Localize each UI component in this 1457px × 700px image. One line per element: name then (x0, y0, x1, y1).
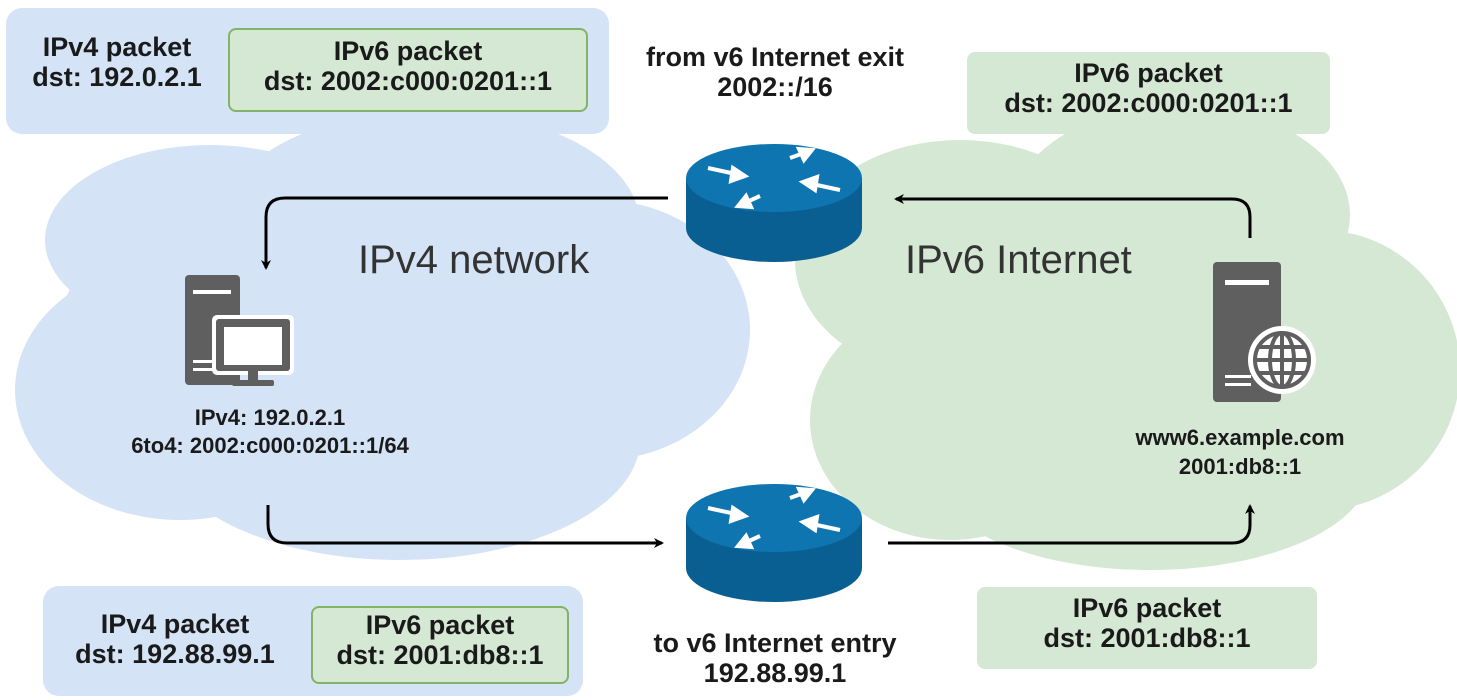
bottom-left-outer-dst: dst: 192.88.99.1 (75, 639, 275, 670)
bottom-left-ipv4-packet: IPv4 packet dst: 192.88.99.1 IPv6 packet… (43, 586, 583, 696)
entry-router-line2: 192.88.99.1 (703, 658, 847, 689)
bottom-left-outer-title: IPv4 packet (100, 609, 250, 639)
top-left-ipv6-inner-packet: IPv6 packet dst: 2002:c000:0201::1 (228, 28, 588, 112)
entry-router-label: to v6 Internet entry 192.88.99.1 (600, 628, 950, 688)
client-ipv4: IPv4: 192.0.2.1 (194, 405, 346, 430)
server-addr: 2001:db8::1 (1178, 453, 1302, 479)
bottom-right-ipv6-packet: IPv6 packet dst: 2001:db8::1 (977, 587, 1317, 669)
top-right-packet-label: IPv6 packet dst: 2002:c000:0201::1 (967, 58, 1330, 118)
bottom-left-inner-dst: dst: 2001:db8::1 (336, 640, 544, 671)
bottom-right-packet-label: IPv6 packet dst: 2001:db8::1 (977, 593, 1317, 653)
bottom-right-title: IPv6 packet (1072, 593, 1222, 623)
web-server-icon (1213, 262, 1316, 402)
top-left-inner-dst: dst: 2002:c000:0201::1 (263, 66, 553, 97)
top-right-dst: dst: 2002:c000:0201::1 (1004, 88, 1293, 119)
exit-router-line2: 2002::/16 (717, 72, 833, 103)
top-left-ipv4-packet: IPv4 packet dst: 192.0.2.1 IPv6 packet d… (6, 8, 609, 134)
arrow-client-to-entry (266, 505, 664, 548)
arrow-exit-to-client (261, 196, 668, 270)
exit-router-label: from v6 Internet exit 2002::/16 (600, 42, 950, 102)
ipv4-cloud (15, 110, 750, 560)
top-right-title: IPv6 packet (1074, 58, 1223, 88)
arrow-entry-to-server (888, 504, 1255, 545)
client-computer-icon (185, 275, 294, 386)
top-left-inner-label: IPv6 packet dst: 2002:c000:0201::1 (230, 36, 586, 96)
server-host: www6.example.com (1135, 425, 1345, 450)
top-left-outer-dst: dst: 192.0.2.1 (32, 62, 202, 93)
bottom-left-ipv4-packet-label: IPv4 packet dst: 192.88.99.1 (47, 609, 303, 669)
client-6to4: 6to4: 2002:c000:0201::1/64 (131, 432, 409, 458)
exit-router-line1: from v6 Internet exit (645, 42, 905, 72)
entry-router-line1: to v6 Internet entry (653, 628, 897, 658)
bottom-left-inner-title: IPv6 packet (365, 610, 515, 640)
ipv4-network-title: IPv4 network (358, 238, 590, 282)
ipv6-internet-title: IPv6 Internet (905, 238, 1132, 282)
exit-router-icon (686, 144, 862, 262)
top-left-inner-title: IPv6 packet (333, 36, 483, 66)
top-right-ipv6-packet: IPv6 packet dst: 2002:c000:0201::1 (967, 52, 1330, 134)
bottom-left-inner-label: IPv6 packet dst: 2001:db8::1 (313, 610, 567, 670)
bottom-left-ipv6-inner-packet: IPv6 packet dst: 2001:db8::1 (311, 606, 569, 684)
ipv6-cloud (795, 105, 1457, 570)
server-address-label: www6.example.com 2001:db8::1 (1090, 424, 1390, 481)
arrow-server-to-exit (894, 194, 1252, 238)
bottom-right-dst: dst: 2001:db8::1 (1043, 623, 1251, 654)
top-left-ipv4-packet-label: IPv4 packet dst: 192.0.2.1 (10, 32, 224, 92)
top-left-outer-title: IPv4 packet (42, 32, 192, 62)
entry-router-icon (686, 484, 862, 602)
client-address-label: IPv4: 192.0.2.1 6to4: 2002:c000:0201::1/… (70, 404, 470, 459)
